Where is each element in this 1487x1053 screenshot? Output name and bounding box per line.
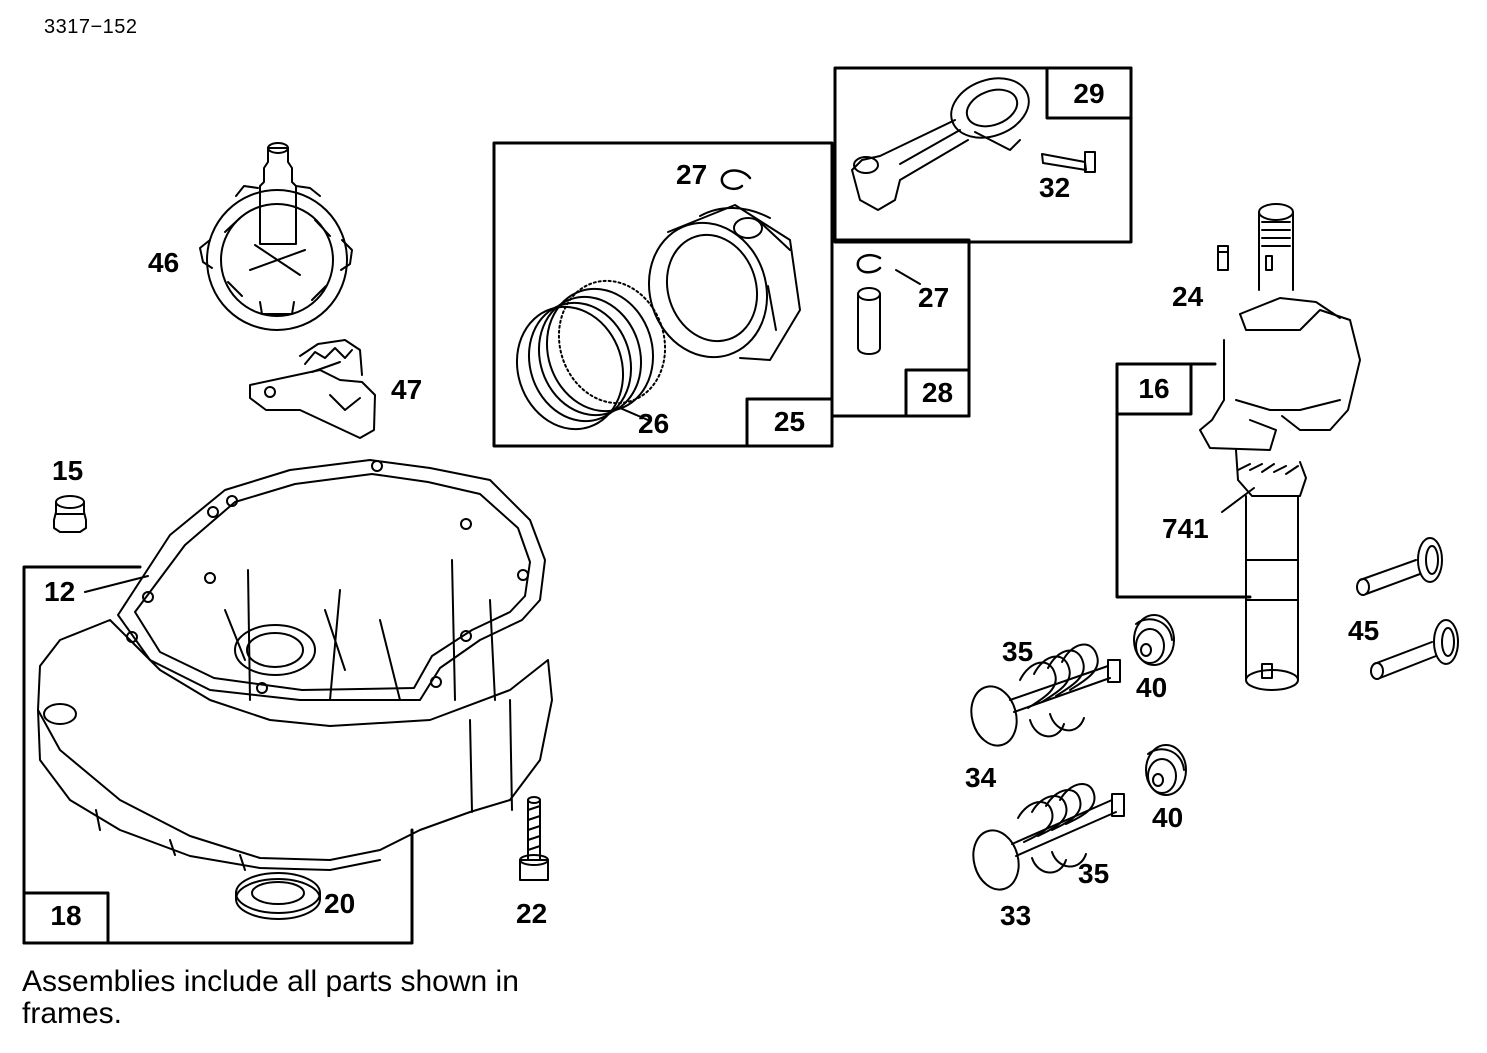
diagram-id: 3317−152 xyxy=(44,16,138,38)
drain-plug-drawing xyxy=(53,495,87,533)
part-callout-46: 46 xyxy=(148,247,180,278)
part-callout-33: 33 xyxy=(1000,900,1032,931)
frame-28-outline xyxy=(830,238,971,418)
frame-label-18: 18 xyxy=(50,900,82,931)
part-callout-40-upper: 40 xyxy=(1136,672,1168,703)
oil-seal-drawing xyxy=(235,872,321,920)
governor-drawing xyxy=(249,339,376,439)
sump-bolt-drawing xyxy=(519,796,549,881)
frame-label-16: 16 xyxy=(1138,373,1170,404)
frame-label-28: 28 xyxy=(921,377,954,408)
camshaft-gear-drawing xyxy=(199,142,353,331)
engine-sump-drawing xyxy=(37,459,553,871)
crankshaft-drawing xyxy=(1199,203,1361,691)
part-callout-24: 24 xyxy=(1172,281,1204,312)
part-callout-40-lower: 40 xyxy=(1152,802,1184,833)
part-callout-32: 32 xyxy=(1039,172,1071,203)
piston-pin-drawing xyxy=(857,287,881,355)
crank-key-drawing xyxy=(1217,245,1229,271)
circlip-drawing-top xyxy=(720,169,752,190)
part-callout-35-lower: 35 xyxy=(1078,858,1110,889)
part-callout-22: 22 xyxy=(516,898,548,929)
piston-drawing xyxy=(647,204,801,361)
frame-25-outline xyxy=(492,141,834,448)
part-callout-35-upper: 35 xyxy=(1002,636,1034,667)
part-callout-27-top: 27 xyxy=(676,159,708,190)
exhaust-valve-drawing xyxy=(970,643,1121,747)
retainer-drawing-lower xyxy=(1145,744,1187,796)
frame-29-outline xyxy=(833,66,1133,244)
circlip-drawing-mid xyxy=(856,254,882,274)
frame-18-outline xyxy=(22,565,414,945)
intake-valve-drawing xyxy=(972,783,1125,891)
part-callout-47: 47 xyxy=(391,374,423,405)
tappet-drawing-lower xyxy=(1370,619,1459,680)
rod-bolt-drawing xyxy=(1041,151,1096,173)
frame-label-29: 29 xyxy=(1073,78,1105,109)
part-callout-15: 15 xyxy=(52,455,84,486)
part-callout-27-mid: 27 xyxy=(918,282,950,313)
part-callout-45: 45 xyxy=(1348,615,1380,646)
frame-16-outline xyxy=(1115,362,1252,599)
part-callout-34: 34 xyxy=(965,762,997,793)
tappet-drawing-upper xyxy=(1356,537,1443,596)
part-callout-20: 20 xyxy=(324,888,356,919)
part-callout-12: 12 xyxy=(44,576,76,607)
retainer-drawing-upper xyxy=(1133,614,1175,666)
assemblies-footnote: Assemblies include all parts shown in fr… xyxy=(22,965,519,1030)
frame-label-25: 25 xyxy=(773,406,806,437)
connecting-rod-drawing xyxy=(851,77,1030,211)
part-callout-26: 26 xyxy=(638,408,670,439)
part-callout-741: 741 xyxy=(1162,513,1209,544)
